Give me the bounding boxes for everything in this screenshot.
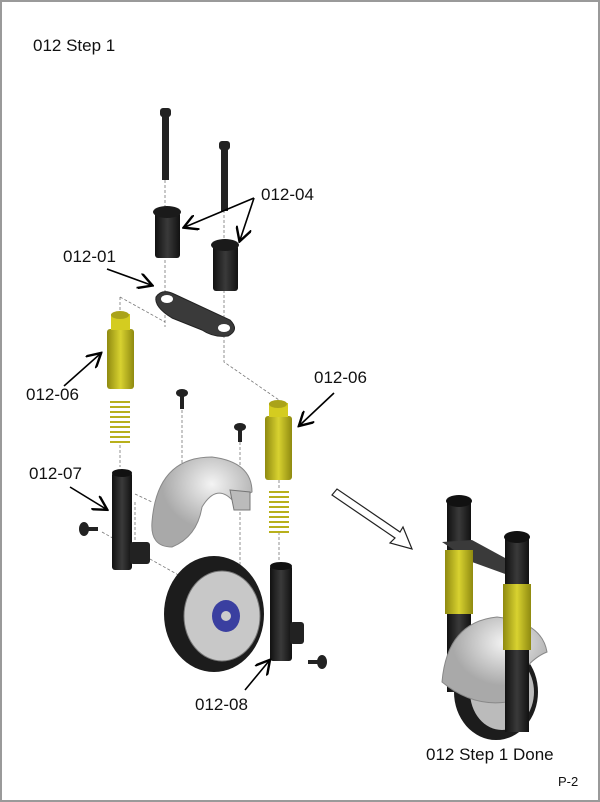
label-012-08: 012-08 (195, 695, 248, 714)
leg-right (270, 562, 304, 661)
callout-arrows (63, 197, 335, 691)
bushing-left (153, 206, 181, 258)
bolt-left (160, 108, 171, 180)
carbon-plate (155, 291, 235, 337)
leg-left (112, 469, 150, 570)
screw-mid (234, 423, 246, 442)
label-012-01: 012-01 (63, 247, 116, 266)
screw-right (308, 655, 327, 669)
label-012-06-right: 012-06 (314, 368, 367, 387)
label-012-06-left: 012-06 (26, 385, 79, 404)
done-caption: 012 Step 1 Done (426, 745, 554, 764)
screw-top-center (176, 389, 188, 409)
bolt-right (219, 141, 230, 211)
spring-left (110, 401, 130, 443)
bushing-right (211, 239, 239, 291)
screw-left (79, 522, 98, 536)
fender (151, 456, 253, 548)
wheel (164, 556, 264, 672)
result-arrow-icon (331, 488, 414, 550)
label-012-07: 012-07 (29, 464, 82, 483)
yellow-sleeve-left (107, 311, 134, 389)
yellow-sleeve-right (265, 400, 292, 480)
assembled-unit (441, 495, 548, 740)
step-title: 012 Step 1 (33, 36, 116, 55)
label-012-04: 012-04 (261, 185, 314, 204)
page-number: P-2 (558, 774, 579, 789)
spring-right (269, 491, 289, 533)
